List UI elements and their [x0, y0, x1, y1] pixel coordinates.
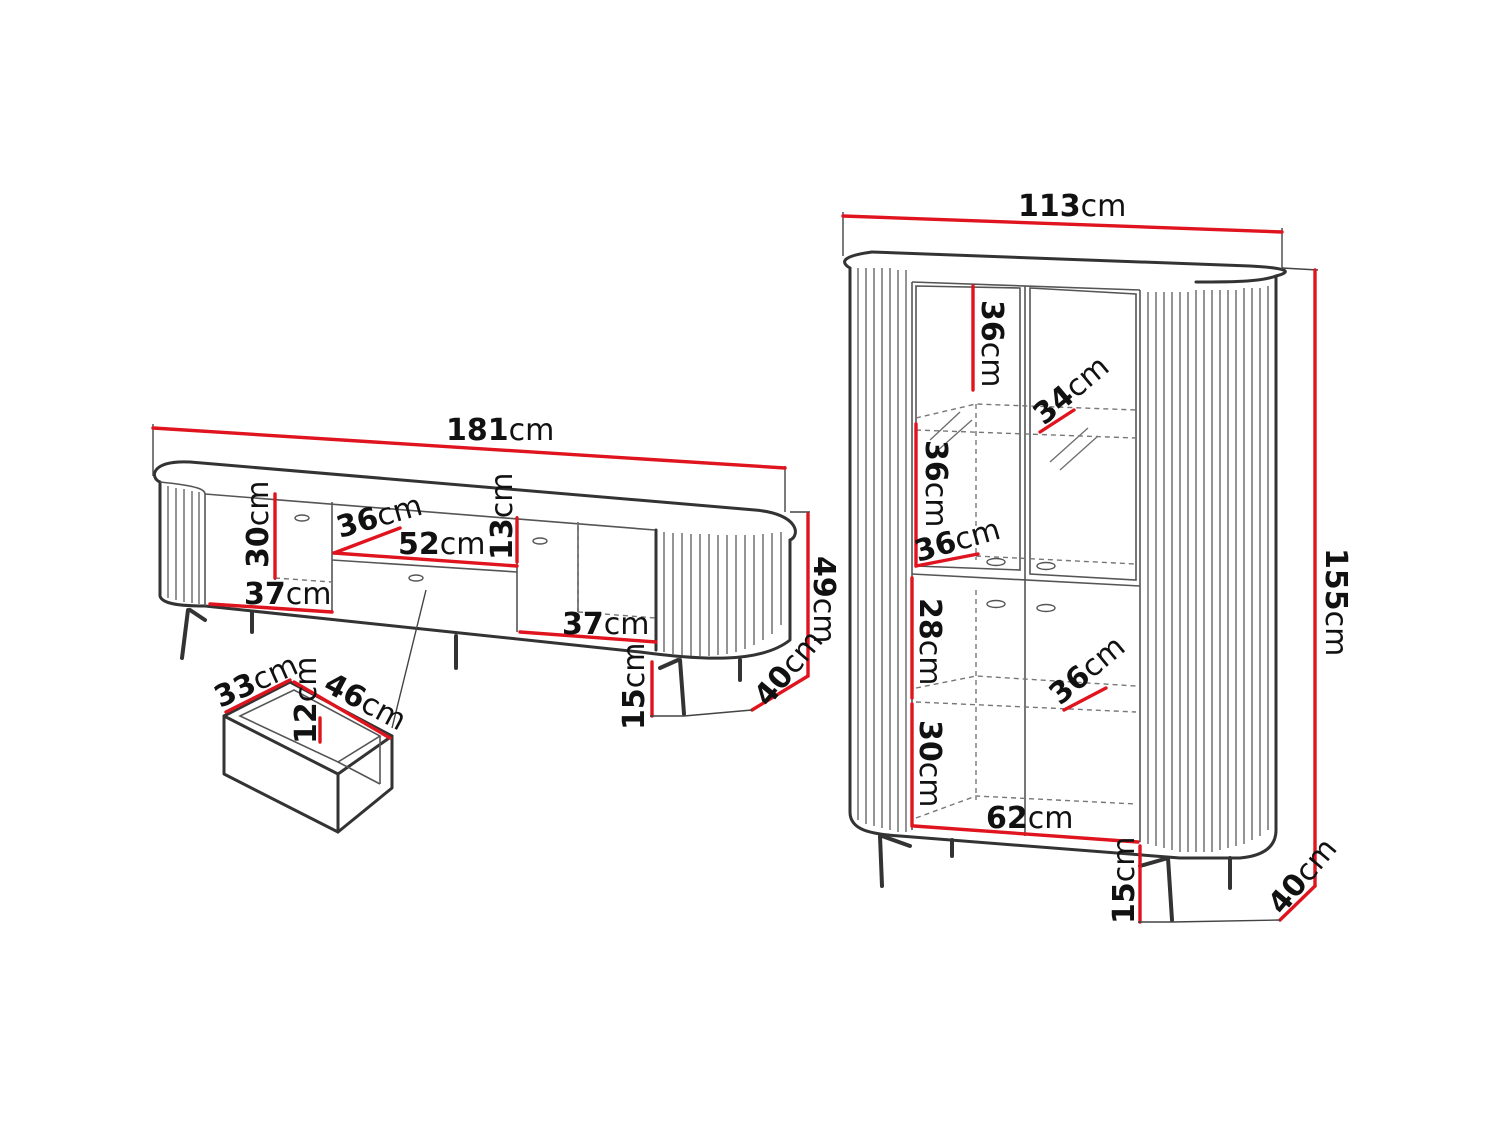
- display-handle-3: [986, 599, 1006, 609]
- display-height-label: 155cm: [1318, 548, 1353, 656]
- display-inner-width-label: 62cm: [986, 801, 1073, 836]
- tv-right-ribs: [663, 532, 782, 656]
- display-width-label: 113cm: [1018, 189, 1126, 224]
- display-middle-shelf-height-label: 36cm: [918, 440, 953, 527]
- drawer: [222, 589, 427, 834]
- display-dimension-lines: [841, 212, 1319, 924]
- display-handle-4: [1036, 603, 1056, 613]
- tv-right-compartment-width-label: 37cm: [562, 607, 649, 642]
- display-handle-2: [1036, 561, 1056, 571]
- tv-height-label: 49cm: [806, 556, 841, 643]
- tv-niche-height-label: 13cm: [485, 473, 520, 560]
- display-leg-height-label: 15cm: [1107, 837, 1142, 924]
- tv-handle-drawer: [408, 574, 424, 582]
- tv-left-compartment-height-label: 30cm: [241, 481, 276, 568]
- tv-dimension-lines: [151, 424, 810, 718]
- tv-handle-left: [294, 514, 310, 522]
- display-upper-shelf-height-label: 36cm: [974, 300, 1009, 387]
- drawer-height-label: 12cm: [289, 657, 324, 744]
- display-lower-shelf-depth-label: 36cm: [1043, 629, 1133, 712]
- display-handle-1: [986, 557, 1006, 567]
- tv-handle-right: [532, 537, 548, 545]
- drawer-dimension-lines: [224, 678, 392, 744]
- display-cabinet: [843, 250, 1287, 922]
- tv-cabinet: [152, 460, 797, 716]
- tv-leg-height-label: 15cm: [617, 643, 652, 730]
- display-right-ribs: [1147, 286, 1269, 852]
- tv-left-compartment-width-label: 37cm: [244, 577, 331, 612]
- tv-niche-width-label: 52cm: [398, 527, 485, 562]
- display-left-ribs: [857, 268, 907, 832]
- display-upper-shelf-depth-label: 34cm: [1027, 349, 1117, 432]
- tv-width-label: 181cm: [446, 413, 554, 448]
- display-bottom-shelf-height-label: 30cm: [912, 720, 947, 807]
- display-lower-shelf-height-label: 28cm: [912, 598, 947, 685]
- tv-left-ribs: [167, 486, 200, 604]
- display-depth-label: 40cm: [1261, 832, 1344, 922]
